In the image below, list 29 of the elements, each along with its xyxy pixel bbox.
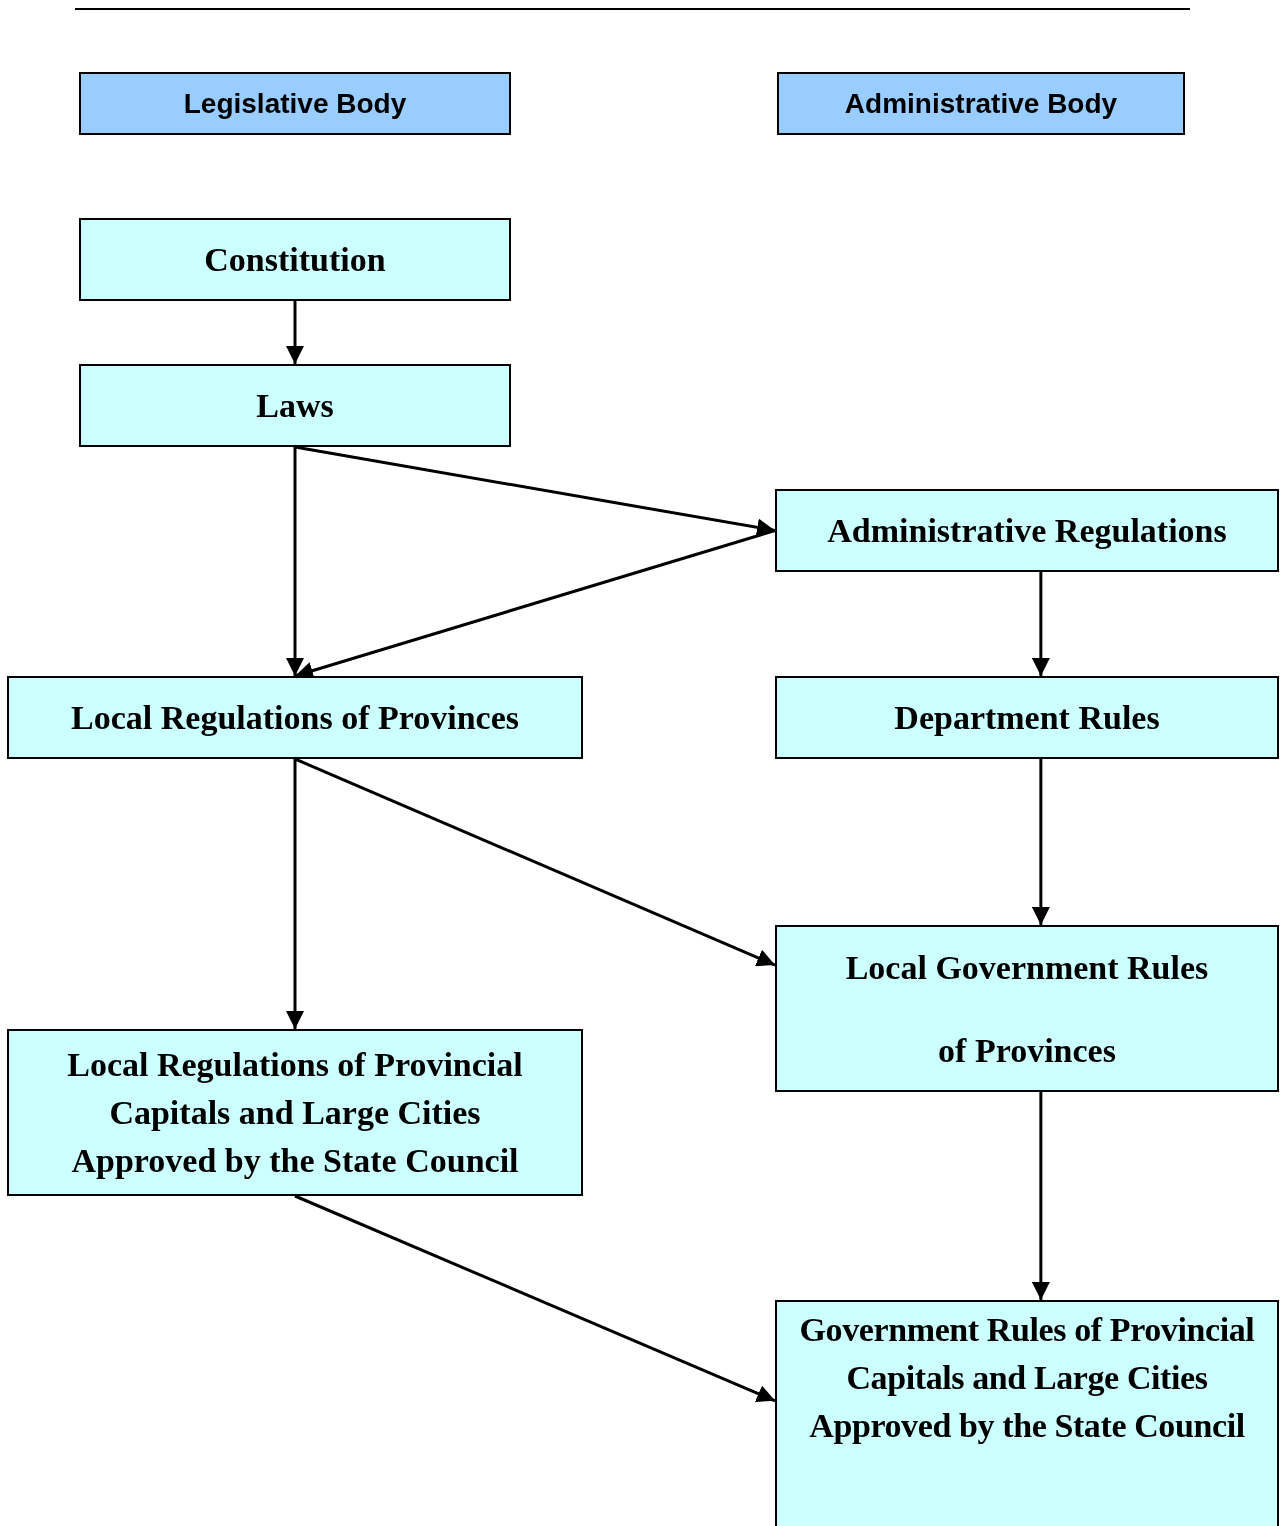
box-label: Department Rules: [894, 697, 1160, 738]
box-label: Administrative Regulations: [827, 510, 1227, 551]
process-box: [79, 218, 511, 301]
process-box: [7, 676, 583, 759]
arrow: [294, 445, 776, 537]
arrow: [286, 301, 304, 364]
box-label: Local Government Rules of Provinces: [844, 947, 1210, 1071]
process-box: [775, 1300, 1279, 1526]
process-box: [775, 676, 1279, 759]
box-label: Administrative Body: [844, 87, 1118, 120]
arrow: [286, 447, 304, 676]
arrow: [1031, 759, 1050, 925]
box-label: Local Regulations of Provincial Capitals and Large Cities Approved by the State Council: [66, 1044, 524, 1181]
box-label: Local Regulations of Provinces: [71, 697, 519, 738]
box-label: Constitution: [204, 239, 386, 280]
box-label: Government Rules of Provincial Capitals and Large Cities Approved by the State Council: [799, 1310, 1255, 1446]
process-box: [7, 1029, 583, 1196]
header-box: [777, 72, 1185, 135]
arrow: [1031, 1092, 1050, 1300]
process-box: [775, 489, 1279, 572]
process-box: [775, 925, 1279, 1092]
box-label: Legislative Body: [183, 87, 407, 120]
arrow: [294, 757, 776, 967]
process-box: [79, 364, 511, 447]
arrow: [1031, 572, 1050, 676]
arrow: [286, 759, 304, 1029]
box-label: Laws: [256, 385, 334, 426]
arrow: [294, 1194, 776, 1403]
header-box: [79, 72, 511, 135]
